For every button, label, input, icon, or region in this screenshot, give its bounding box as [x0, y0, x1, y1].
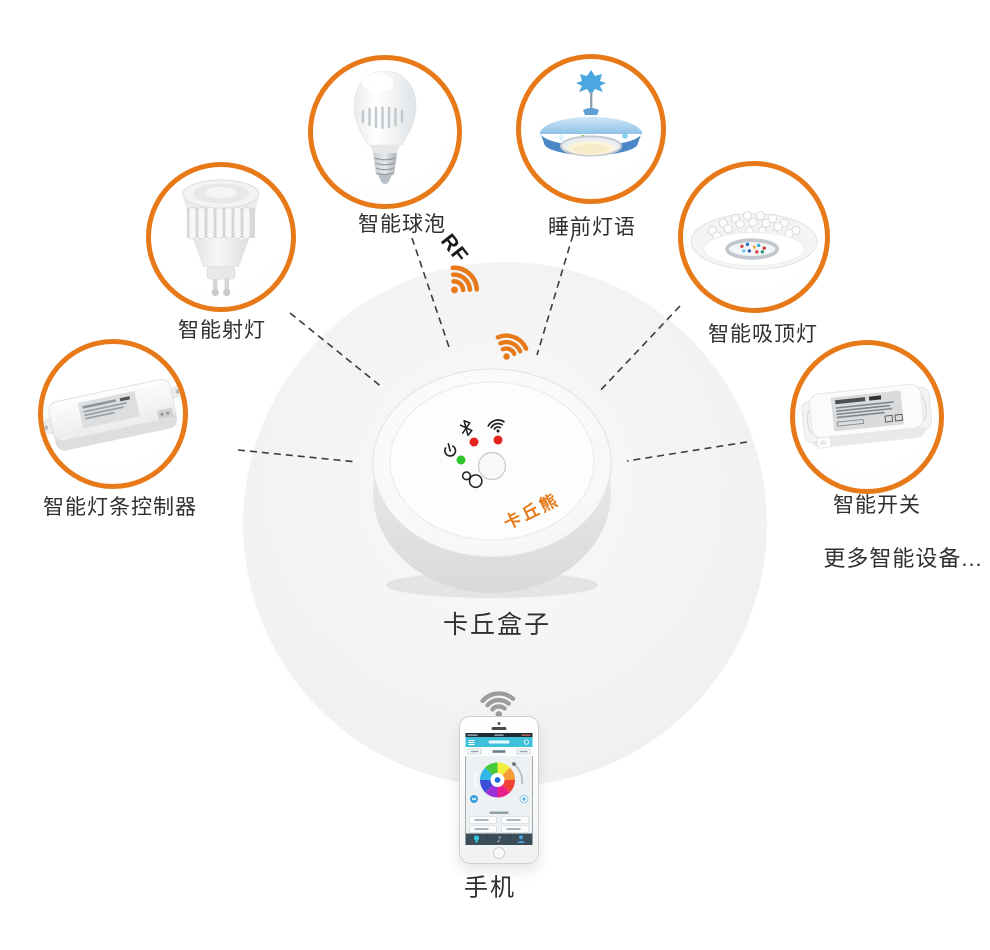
power-led — [456, 455, 466, 465]
light-strip-controller-image — [43, 378, 183, 451]
phone-speaker — [491, 727, 507, 730]
device-circle-smart-ceiling-light — [678, 161, 830, 313]
hub-label: 卡丘盒子 — [442, 611, 552, 639]
color-beads — [740, 242, 766, 254]
phone-device: ♪ — [459, 716, 539, 864]
preset-buttons — [469, 816, 529, 833]
device-circle-smart-switch — [790, 340, 944, 494]
more-devices-label: 更多智能设备... — [823, 546, 983, 571]
phone-signal-icon — [475, 681, 522, 725]
label-smart-ceiling-light: 智能吸顶灯 — [708, 323, 818, 346]
smart-switch-image — [801, 383, 933, 449]
rf-signal-icon — [432, 249, 495, 312]
power-icon — [444, 442, 457, 457]
label-smart-switch: 智能开关 — [833, 494, 921, 517]
link-line-smart-spotlight — [289, 312, 384, 389]
bedtime-lamp-image — [540, 70, 642, 157]
phone-label: 手机 — [464, 874, 516, 902]
link-icon — [461, 471, 483, 489]
link-line-smart-switch — [626, 441, 748, 462]
pair-button — [477, 451, 507, 481]
label-light-strip-controller: 智能灯条控制器 — [43, 496, 197, 519]
phone-camera — [497, 722, 501, 725]
color-wheel — [480, 762, 515, 798]
wifi-led — [493, 435, 503, 445]
smart-spotlight-image — [182, 179, 260, 296]
bluetooth-led — [469, 437, 479, 447]
label-smart-bulb: 智能球泡 — [358, 213, 446, 236]
hub-signal-icon — [483, 318, 539, 372]
link-line-smart-bulb — [411, 237, 451, 351]
music-tab-icon: ♪ — [496, 835, 501, 844]
device-circle-light-strip-controller — [38, 339, 188, 489]
smart-bulb-image — [353, 70, 417, 184]
device-circle-bedtime-lamp — [516, 54, 666, 204]
phone-screen: ♪ — [465, 733, 533, 845]
wifi-icon — [487, 419, 505, 433]
device-circle-smart-spotlight — [146, 162, 296, 312]
label-bedtime-lamp: 睡前灯语 — [548, 216, 636, 239]
label-smart-spotlight: 智能射灯 — [178, 319, 266, 342]
bottom-nav — [465, 833, 533, 845]
smart-ceiling-light-image — [690, 211, 818, 270]
link-line-smart-ceiling-light — [597, 305, 681, 394]
home-button — [493, 847, 505, 859]
lamp-flower — [576, 70, 606, 95]
lamp-tab-icon — [473, 835, 480, 843]
device-circle-smart-bulb — [308, 55, 462, 209]
hub-device: 卡丘熊 — [372, 368, 612, 598]
link-line-bedtime-lamp — [536, 234, 574, 356]
user-tab-icon — [517, 835, 525, 843]
bluetooth-icon — [459, 420, 473, 436]
link-line-light-strip-controller — [237, 449, 358, 463]
